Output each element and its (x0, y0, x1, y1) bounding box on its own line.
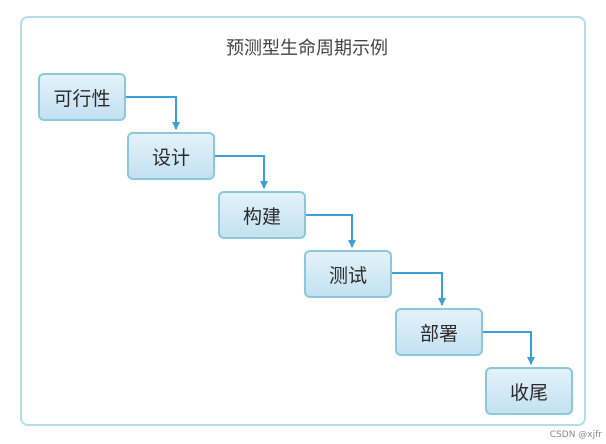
step-feasibility: 可行性 (38, 73, 126, 121)
watermark: CSDN @xjfr (549, 430, 602, 440)
step-build: 构建 (218, 191, 306, 239)
diagram-title: 预测型生命周期示例 (226, 38, 388, 59)
arrow-deploy-to-closeout (483, 331, 535, 365)
arrow-feasibility-to-design (125, 96, 180, 130)
step-deploy: 部署 (395, 308, 483, 356)
step-design: 设计 (127, 132, 215, 180)
arrow-test-to-deploy (392, 272, 446, 306)
diagram-frame (20, 16, 586, 426)
arrow-build-to-test (306, 214, 356, 248)
step-test: 测试 (304, 250, 392, 298)
arrow-design-to-build (215, 155, 268, 189)
step-closeout: 收尾 (485, 367, 573, 415)
